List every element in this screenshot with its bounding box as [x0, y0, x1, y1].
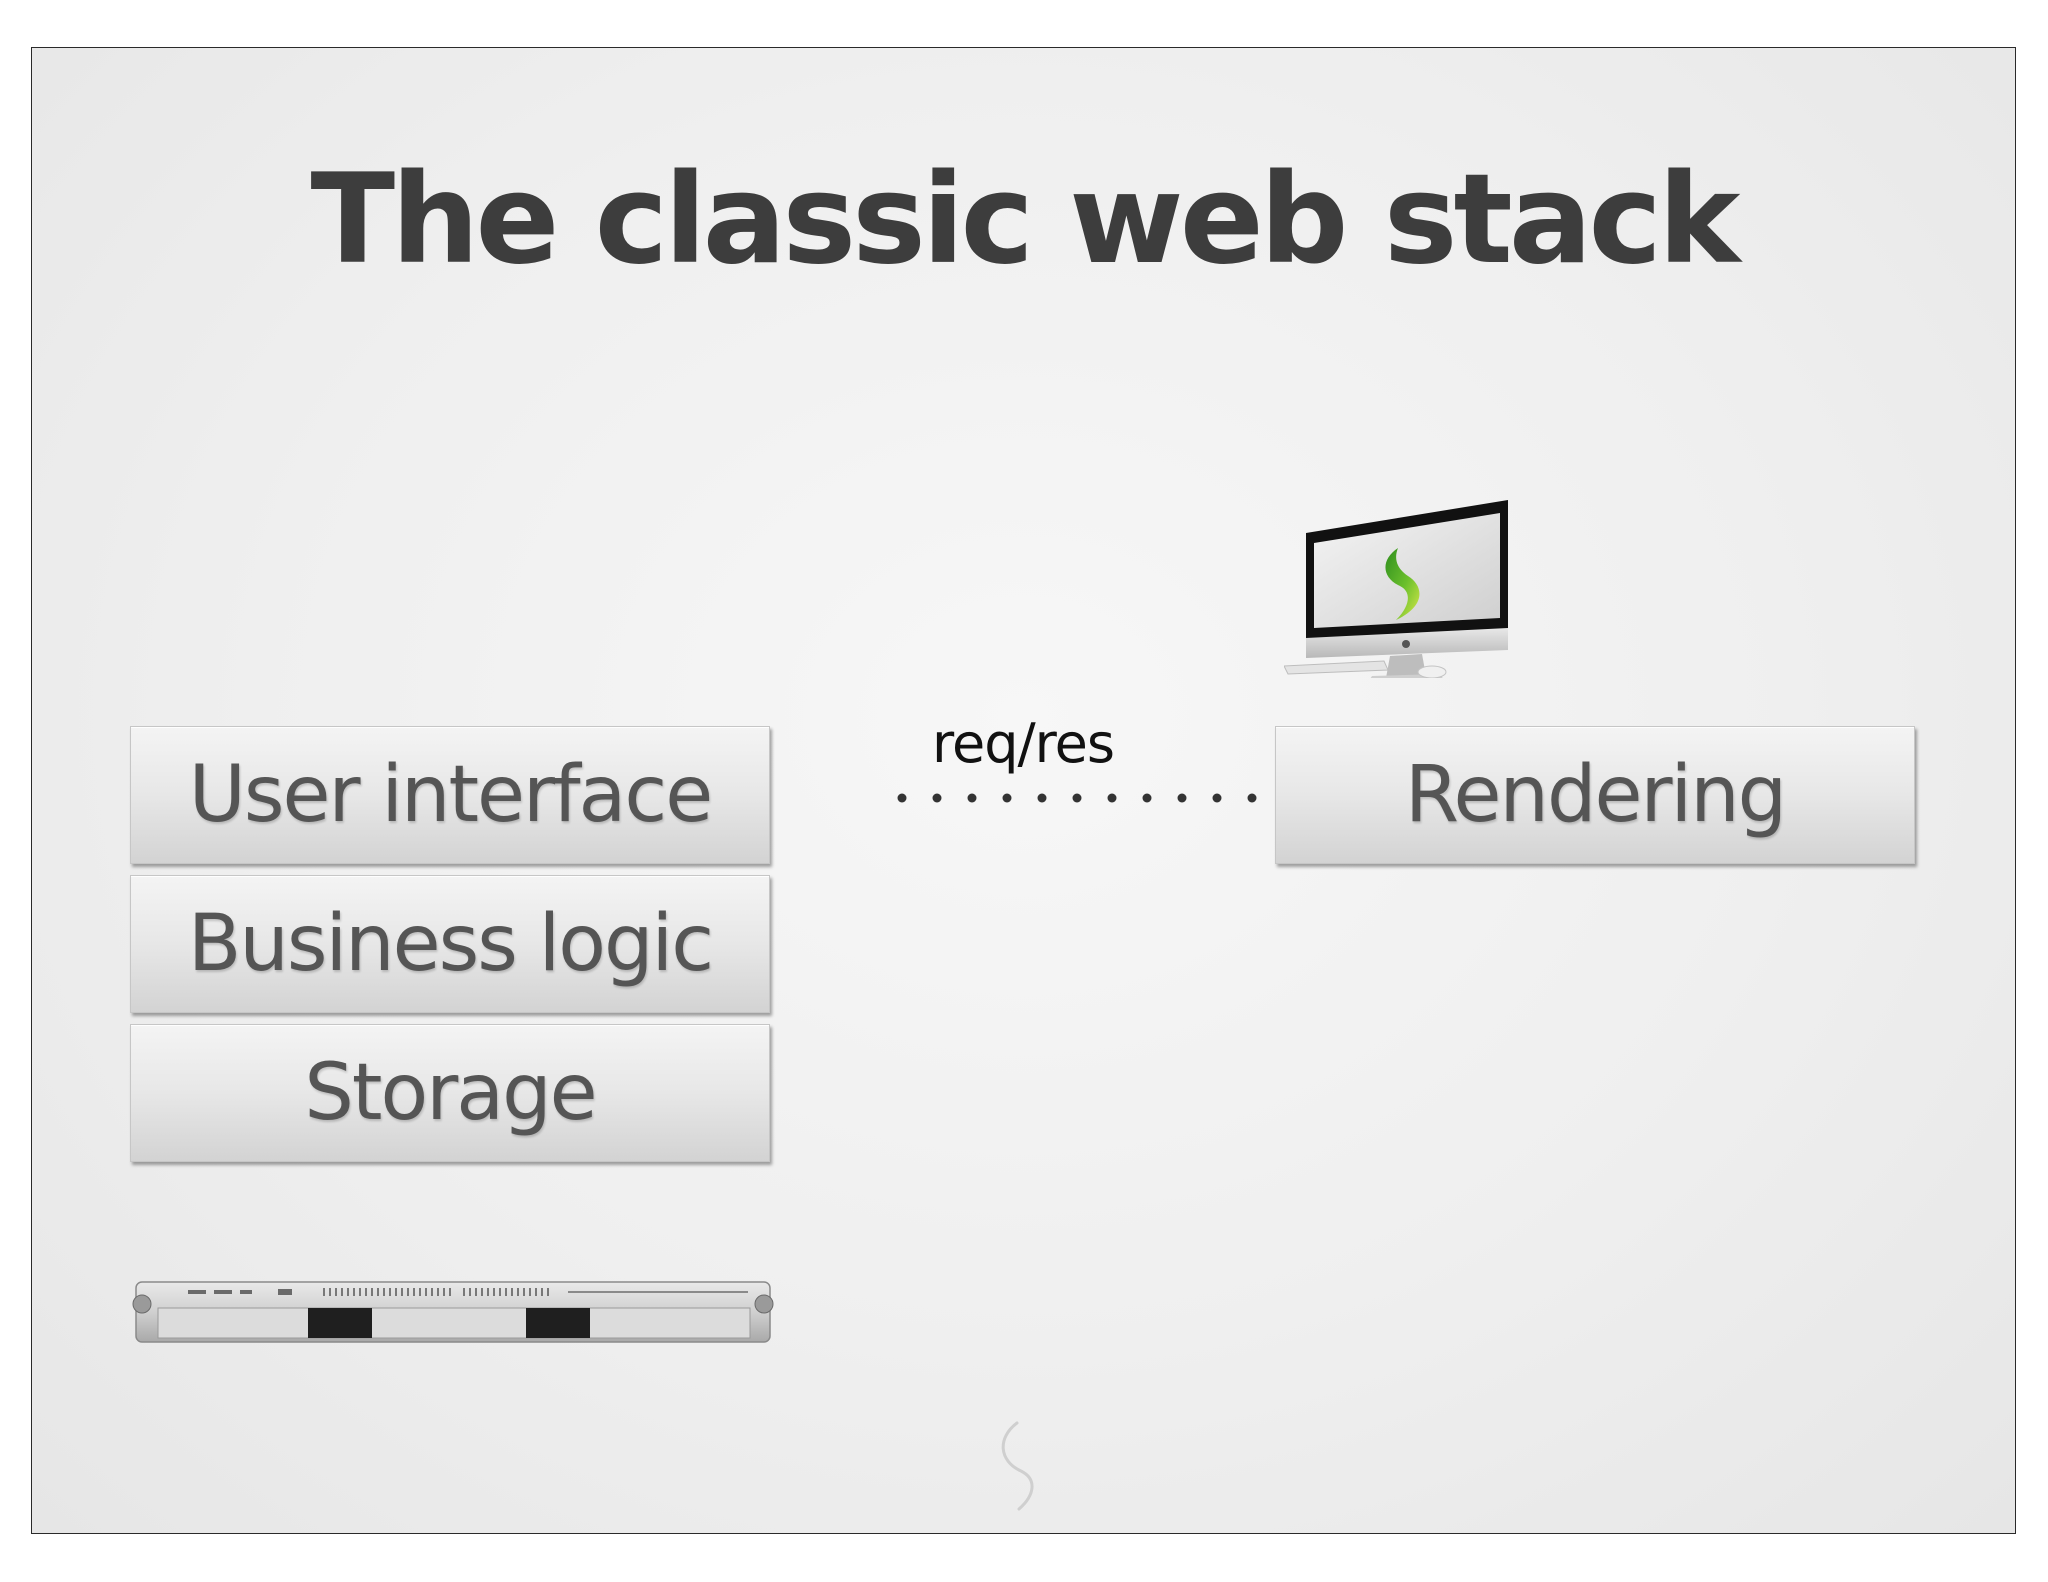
stack-layer-storage: Storage — [130, 1024, 770, 1162]
desktop-computer-icon — [1284, 500, 1508, 678]
dotted-connector-line — [897, 793, 1257, 803]
green-leaf-logo-icon — [1385, 548, 1420, 620]
leaf-watermark-icon — [1001, 1421, 1034, 1511]
stack-layer-business-logic: Business logic — [130, 875, 770, 1013]
client-layer-rendering: Rendering — [1275, 726, 1915, 864]
slide: The classic web stack — [31, 47, 2016, 1534]
connector-label: req/res — [931, 712, 1115, 775]
rack-server-icon — [132, 1281, 774, 1343]
stack-layer-user-interface: User interface — [130, 726, 770, 864]
slide-title: The classic web stack — [310, 148, 1741, 292]
